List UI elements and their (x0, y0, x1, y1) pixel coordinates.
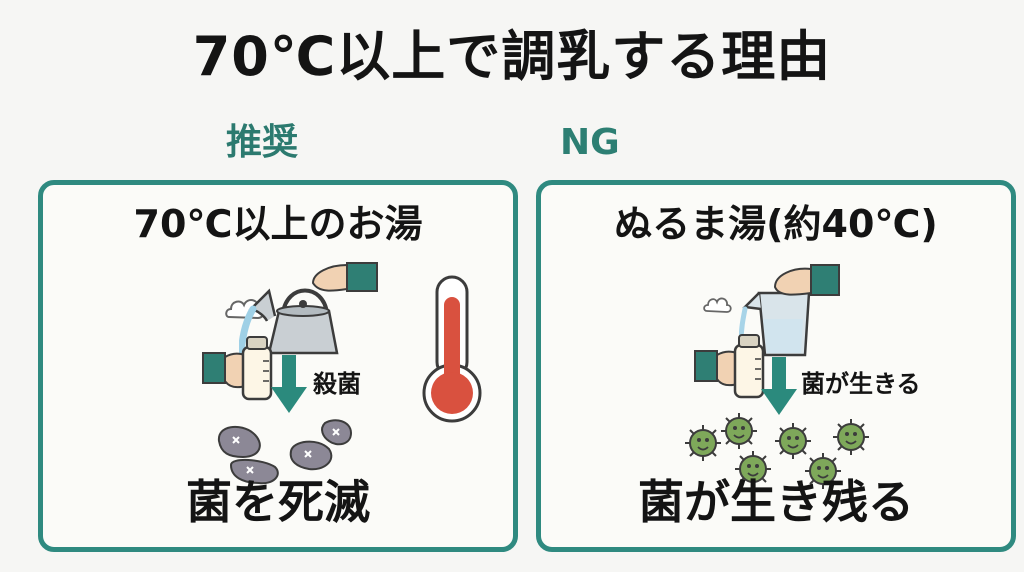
glass-pitcher-icon (739, 291, 811, 357)
down-arrow-icon (271, 355, 307, 413)
ng-heading: ぬるま湯(約40℃) (614, 202, 938, 246)
kettle-icon (239, 288, 339, 357)
ng-label: NG (560, 122, 620, 163)
thermometer-icon (422, 275, 482, 423)
hand-icon (311, 262, 378, 292)
dead-germ-icon (217, 419, 353, 485)
baby-bottle-icon (202, 336, 273, 401)
recommended-heading: 70℃以上のお湯 (133, 202, 423, 246)
recommended-label: 推奨 (226, 122, 299, 163)
baby-bottle-icon (694, 334, 765, 399)
ng-arrow-label: 菌が生きる (801, 370, 921, 398)
steam-icon (703, 297, 732, 313)
recommended-arrow-label: 殺菌 (313, 370, 361, 398)
recommended-panel: 70℃以上のお湯 殺菌 (38, 180, 518, 552)
down-arrow-icon (761, 357, 797, 415)
recommended-result: 菌を死滅 (186, 475, 370, 529)
ng-panel: ぬるま湯(約40℃) 菌が生きる (536, 180, 1016, 552)
page-title: 70℃以上で調乳する理由 (192, 25, 832, 88)
hand-icon (773, 264, 840, 296)
ng-result: 菌が生き残る (638, 475, 914, 529)
